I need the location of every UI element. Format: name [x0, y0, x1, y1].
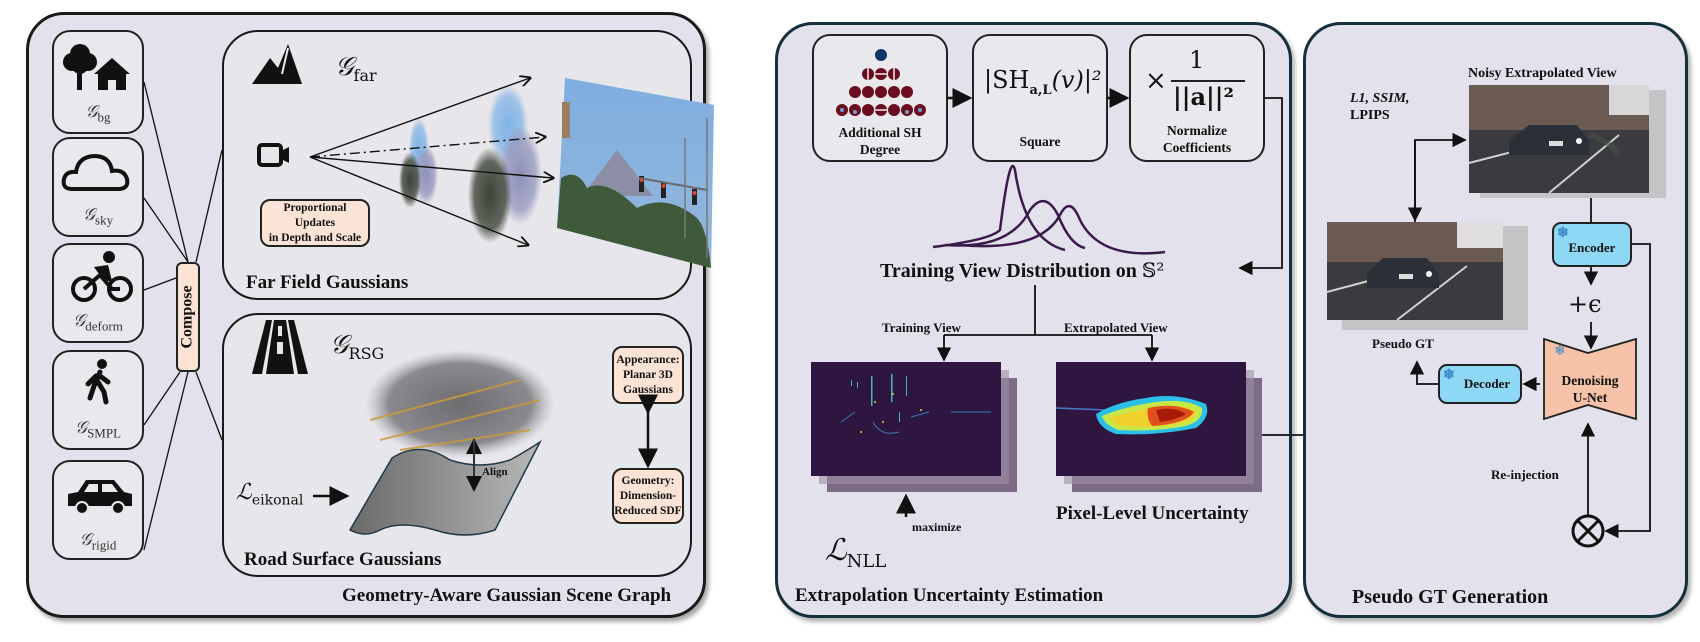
mountain-icon [252, 44, 302, 84]
training-view-uncertainty-map [811, 362, 1001, 476]
times-symbol: × [1145, 66, 1167, 96]
otimes-icon [1571, 514, 1605, 548]
far-field-image [557, 78, 714, 268]
road-surface-title: Road Surface Gaussians [244, 549, 442, 570]
snowflake-icon: ❄ [1443, 368, 1455, 383]
camera-icon [257, 143, 289, 167]
encoder-label: Encoder [1568, 239, 1616, 255]
pseudo-gt-image [1326, 222, 1503, 321]
sparse-uncertainty-dots [840, 374, 991, 434]
road-icon [252, 320, 308, 374]
road-surface-symbol: 𝒢RSG [330, 330, 385, 364]
appearance-line: Gaussians [623, 383, 673, 396]
graph-symbol: 𝒢 [79, 530, 92, 549]
proportional-updates-note: Proportional Updates in Depth and Scale [260, 199, 370, 247]
distribution-label: Training View Distribution on 𝕊² [880, 258, 1165, 282]
road-surface-illustration [348, 350, 555, 536]
cyclist-icon [71, 251, 133, 302]
snowflake-icon: ❄ [1557, 226, 1569, 241]
pedestrian-icon [85, 359, 111, 405]
graph-subscript: bg [97, 109, 111, 125]
appearance-line: Planar 3D [623, 368, 673, 381]
note-line: Proportional Updates [283, 201, 347, 229]
noisy-extrapolated-view-image [1468, 85, 1649, 194]
appearance-geometry-arrow [638, 394, 658, 469]
snowflake-icon: ❄ [1554, 344, 1566, 359]
pixel-uncertainty-label: Pixel-Level Uncertainty [1056, 503, 1249, 524]
node-background: 𝒢bg [52, 30, 144, 134]
node-sky: 𝒢sky [52, 137, 144, 237]
geometry-box: Geometry: Dimension- Reduced SDF [612, 468, 684, 524]
encoder-box: ❄ Encoder [1552, 222, 1632, 267]
maximize-label: maximize [912, 520, 962, 534]
reinjection-label: Re-injection [1491, 467, 1559, 482]
fraction-bar [1171, 80, 1245, 82]
geometry-line: Reduced SDF [614, 504, 682, 517]
noisy-view-label: Noisy Extrapolated View [1468, 66, 1617, 81]
graph-subscript: sky [95, 212, 114, 228]
node-deformable: 𝒢deform [52, 243, 144, 343]
noise-label: +ϵ [1568, 290, 1602, 318]
graph-symbol: 𝒢 [82, 205, 96, 224]
note-line: in Depth and Scale [268, 231, 362, 244]
loss-label: L1, SSIM,LPIPS [1350, 91, 1410, 123]
appearance-box: Appearance: Planar 3D Gaussians [612, 346, 684, 404]
pseudo-gt-title: Pseudo GT Generation [1352, 586, 1549, 608]
spherical-harmonics-icon [836, 49, 926, 116]
car-icon [68, 480, 132, 515]
geometry-line: Geometry: [621, 474, 675, 487]
uncertainty-title: Extrapolation Uncertainty Estimation [795, 585, 1104, 606]
align-label: Align [482, 466, 508, 478]
sdf-sheet [348, 439, 542, 536]
decoder-box: ❄ Decoder [1438, 364, 1522, 404]
graph-subscript: SMPL [87, 425, 122, 441]
square-formula: |SHa,L(v)|² [984, 66, 1102, 98]
extrapolated-view-label: Extrapolated View [1064, 320, 1168, 335]
graph-symbol: 𝒢 [85, 102, 98, 121]
scene-graph-title: Geometry-Aware Gaussian Scene Graph [342, 585, 672, 606]
extrapolated-view-uncertainty-map [1055, 362, 1246, 476]
compose-box: Compose [176, 262, 200, 372]
far-field-title: Far Field Gaussians [246, 272, 409, 293]
graph-symbol: 𝒢 [73, 311, 86, 330]
normalize-denominator: ||a||² [1173, 82, 1234, 111]
square-box: |SHa,L(v)|² Square [972, 34, 1108, 162]
appearance-line: Appearance: [616, 353, 680, 366]
cloud-icon [61, 153, 130, 191]
street-scene [1326, 222, 1503, 321]
pseudo-gt-label: Pseudo GT [1372, 336, 1434, 351]
street-scene [1468, 85, 1649, 194]
far-field-symbol: 𝒢far [335, 52, 377, 86]
graph-subscript: rigid [91, 537, 117, 553]
eikonal-loss: ℒeikonal [236, 480, 304, 509]
graph-symbol: 𝒢 [74, 418, 88, 437]
node-smpl: 𝒢SMPL [52, 350, 144, 450]
node-rigid: 𝒢rigid [52, 460, 144, 560]
decoder-label: Decoder [1463, 376, 1511, 391]
eikonal-arrow [313, 486, 350, 506]
unet-shape [1543, 337, 1637, 421]
nll-loss: ℒNLL [825, 533, 887, 572]
tree-house-icon [63, 44, 130, 90]
training-view-label: Training View [882, 320, 961, 335]
distribution-curves [932, 164, 1166, 255]
car-uncertainty-heatmap [1055, 396, 1208, 435]
graph-subscript: deform [85, 318, 123, 334]
square-label: Square [1019, 134, 1061, 149]
normalize-numerator: 1 [1189, 46, 1205, 74]
geometry-line: Dimension- [619, 489, 677, 502]
